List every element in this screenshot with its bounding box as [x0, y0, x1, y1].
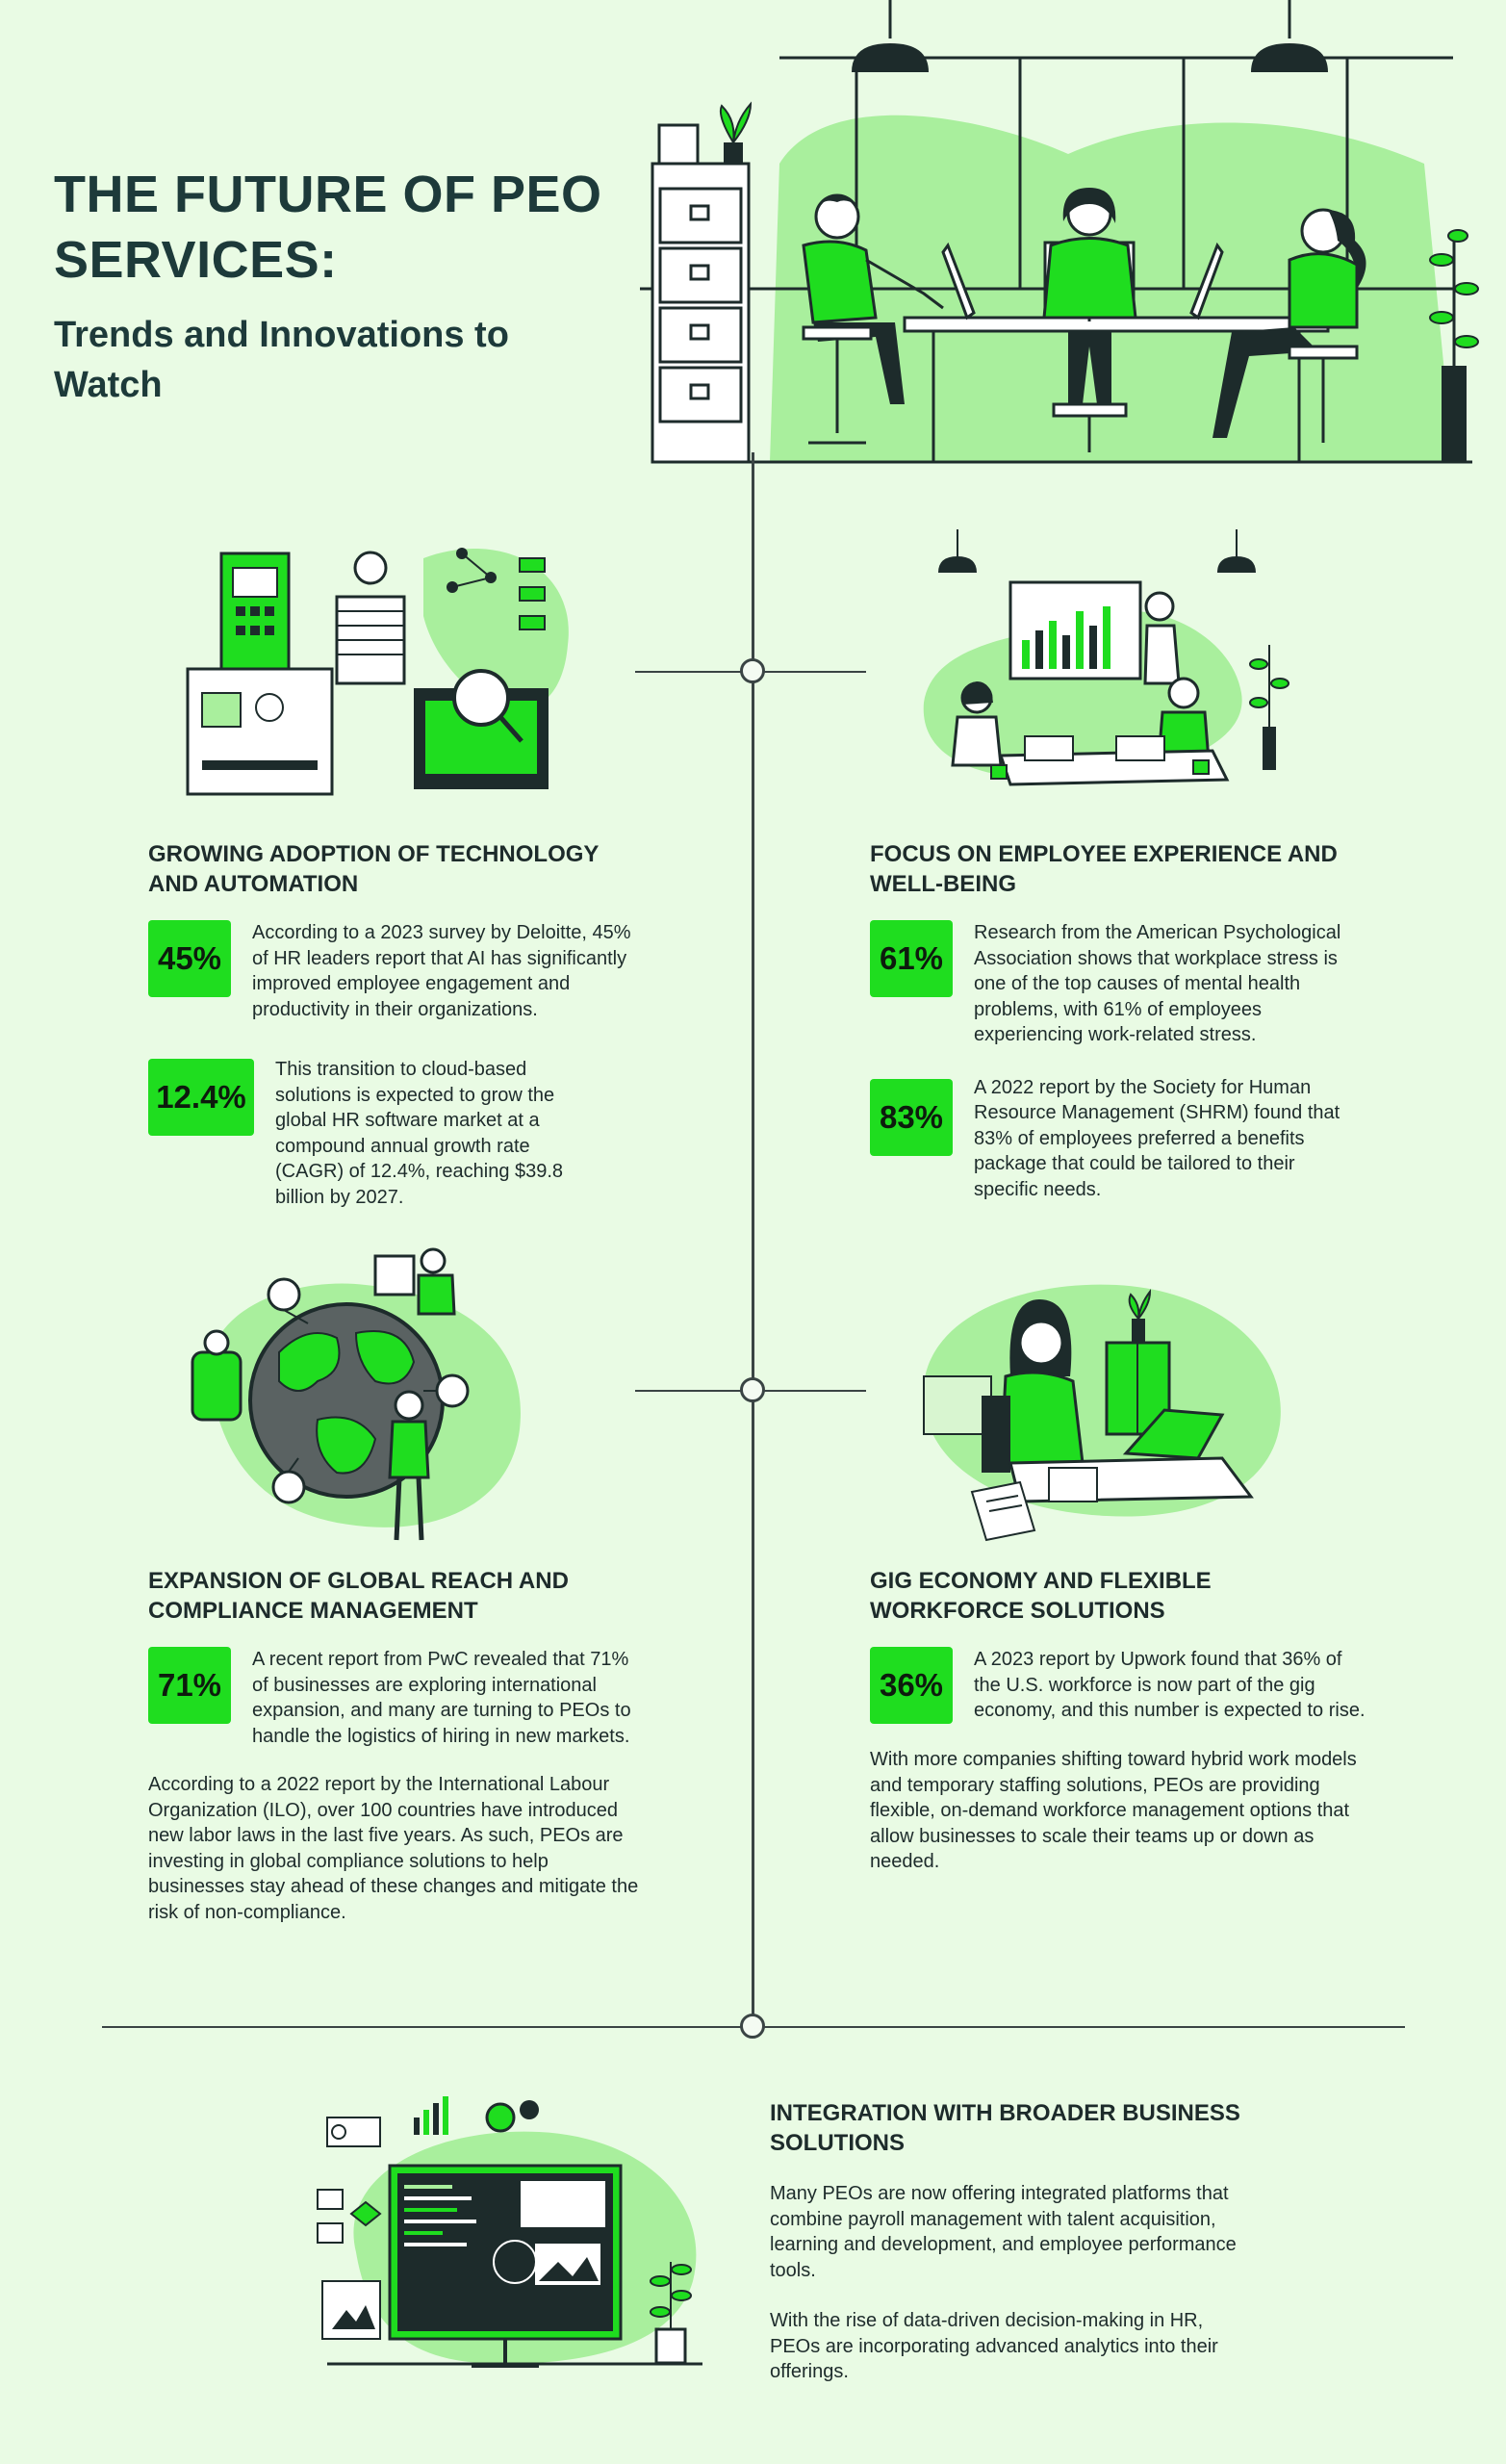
- section-title: GROWING ADOPTION OF TECHNOLOGY AND AUTOM…: [148, 841, 599, 897]
- stat-text: Research from the American Psychological…: [974, 922, 1341, 1045]
- timeline-line: [752, 452, 754, 2031]
- stat-badge: 71%: [148, 1647, 231, 1724]
- stat-badge: 12.4%: [148, 1059, 254, 1136]
- section-title: INTEGRATION WITH BROADER BUSINESS SOLUTI…: [770, 2100, 1240, 2156]
- page-title: THE FUTURE OF PEO SERVICES:: [54, 166, 602, 289]
- page-subtitle: Trends and Innovations to Watch: [54, 315, 509, 405]
- timeline-node-1: [740, 658, 765, 683]
- section-gig: GIG ECONOMY AND FLEXIBLE WORKFORCE SOLUT…: [870, 1566, 1370, 1875]
- global-illustration: [173, 1246, 558, 1554]
- section-paragraph: According to a 2022 report by the Intern…: [148, 1774, 639, 1923]
- stat-badge: 61%: [870, 920, 953, 997]
- stat-badge: 36%: [870, 1647, 953, 1724]
- integration-illustration: [298, 2089, 731, 2377]
- gig-illustration: [905, 1261, 1309, 1550]
- stat-text: A 2023 report by Upwork found that 36% o…: [974, 1649, 1366, 1721]
- stat-row: 36% A 2023 report by Upwork found that 3…: [870, 1647, 1370, 1724]
- section-global: EXPANSION OF GLOBAL REACH AND COMPLIANCE…: [148, 1566, 649, 1925]
- stat-text: According to a 2023 survey by Deloitte, …: [252, 922, 631, 1020]
- stat-badge: 45%: [148, 920, 231, 997]
- section-paragraph: With the rise of data-driven decision-ma…: [770, 2310, 1218, 2382]
- section-title: GIG ECONOMY AND FLEXIBLE WORKFORCE SOLUT…: [870, 1568, 1212, 1624]
- section-paragraph: Many PEOs are now offering integrated pl…: [770, 2183, 1237, 2281]
- stat-row: 12.4% This transition to cloud-based sol…: [148, 1057, 649, 1210]
- stat-text: This transition to cloud-based solutions…: [275, 1059, 564, 1208]
- office-illustration: [616, 0, 1506, 472]
- section-experience: FOCUS ON EMPLOYEE EXPERIENCE AND WELL-BE…: [870, 839, 1370, 1202]
- stat-row: 83% A 2022 report by the Society for Hum…: [870, 1075, 1370, 1203]
- experience-illustration: [905, 529, 1309, 799]
- stat-row: 71% A recent report from PwC revealed th…: [148, 1647, 649, 1749]
- stat-text: A 2022 report by the Society for Human R…: [974, 1076, 1340, 1200]
- stat-row: 61% Research from the American Psycholog…: [870, 920, 1370, 1048]
- technology-illustration: [183, 529, 587, 799]
- stat-badge: 83%: [870, 1078, 953, 1156]
- stat-row: 45% According to a 2023 survey by Deloit…: [148, 920, 649, 1022]
- timeline-node-2: [740, 1377, 765, 1402]
- section-title: EXPANSION OF GLOBAL REACH AND COMPLIANCE…: [148, 1568, 569, 1624]
- stat-text: A recent report from PwC revealed that 7…: [252, 1649, 631, 1747]
- section-title: FOCUS ON EMPLOYEE EXPERIENCE AND WELL-BE…: [870, 841, 1338, 897]
- section-technology: GROWING ADOPTION OF TECHNOLOGY AND AUTOM…: [148, 839, 649, 1210]
- timeline-node-3: [740, 2014, 765, 2039]
- section-integration: INTEGRATION WITH BROADER BUSINESS SOLUTI…: [770, 2098, 1289, 2385]
- section-paragraph: With more companies shifting toward hybr…: [870, 1749, 1357, 1872]
